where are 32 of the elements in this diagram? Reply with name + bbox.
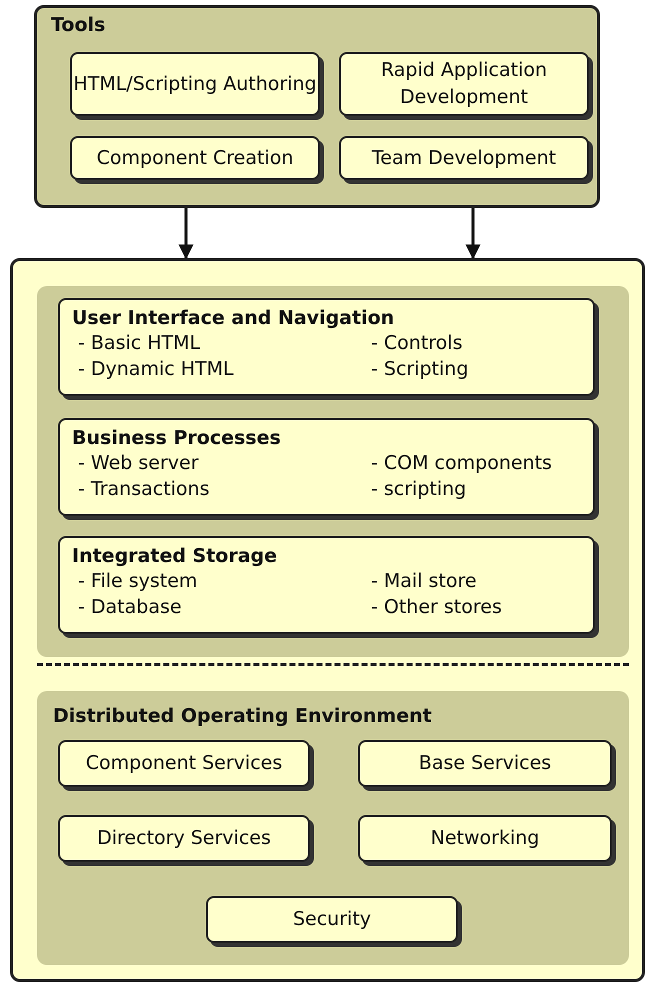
layer-title: Integrated Storage: [72, 544, 278, 568]
list-item: - Other stores: [371, 595, 503, 620]
panel-title: Distributed Operating Environment: [53, 705, 432, 727]
layer-title: User Interface and Navigation: [72, 306, 396, 330]
box-label: Security: [292, 907, 372, 932]
list-item: - Transactions: [78, 477, 210, 502]
list-item: - Basic HTML: [78, 331, 202, 356]
list-item: - Dynamic HTML: [78, 357, 235, 382]
group-panel: [37, 286, 629, 657]
list-item: - Controls: [371, 331, 464, 356]
list-item: - Mail store: [371, 569, 478, 594]
group-panel: [37, 691, 629, 965]
arrow: [466, 208, 480, 260]
container-box: [10, 258, 645, 982]
layer-title: Business Processes: [72, 426, 282, 450]
panel-title: Tools: [51, 14, 106, 36]
list-item: - Web server: [78, 451, 200, 476]
list-item: - COM components: [371, 451, 553, 476]
list-item: - Database: [78, 595, 183, 620]
arrow: [178, 208, 194, 260]
box-label: Component Services: [86, 751, 282, 776]
box-label: HTML/Scripting Authoring: [73, 72, 317, 96]
group-panel: [34, 5, 600, 208]
list-item: - File system: [78, 569, 198, 594]
box-label: Base Services: [418, 751, 552, 776]
list-item: - Scripting: [371, 357, 470, 382]
box-label: Rapid Application Development: [380, 58, 548, 110]
box-label: Component Creation: [96, 146, 294, 170]
list-item: - scripting: [371, 477, 468, 502]
box-label: Team Development: [372, 146, 556, 170]
box-label: Networking: [430, 826, 540, 851]
box-label: Directory Services: [97, 826, 271, 851]
